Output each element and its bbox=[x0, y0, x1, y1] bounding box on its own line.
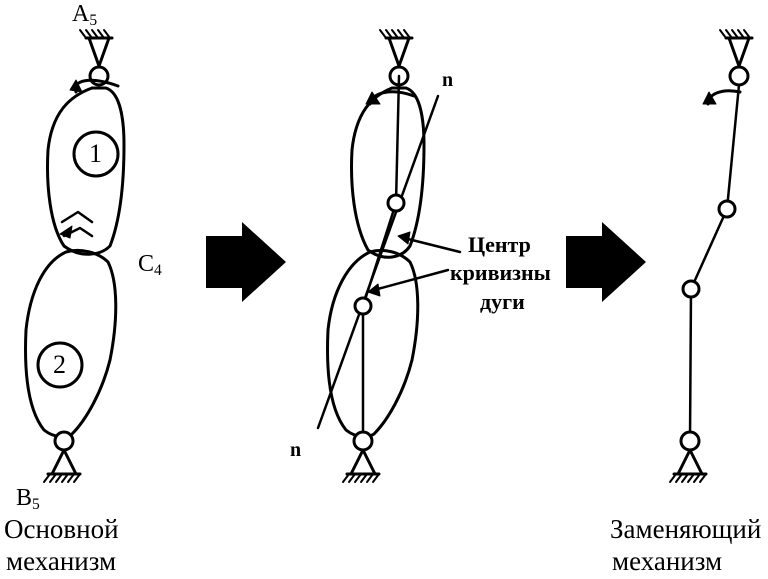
body-1-outline bbox=[46, 86, 126, 256]
support-bottom-middle-icon bbox=[342, 448, 381, 483]
transition-arrow-1 bbox=[206, 222, 286, 302]
label-c4: C4 bbox=[138, 251, 162, 279]
joint-b5 bbox=[53, 430, 75, 452]
label-n-bottom: n bbox=[290, 439, 302, 461]
caption-replacement-line1: Заменяющий bbox=[610, 514, 762, 544]
label-b5: B5 bbox=[16, 485, 40, 513]
replacement-mechanism bbox=[669, 29, 754, 483]
curvature-label-line2: кривизны bbox=[450, 260, 551, 285]
support-bottom-right-icon bbox=[669, 448, 708, 483]
body-1-number-circle bbox=[72, 130, 120, 178]
transition-arrow-2 bbox=[566, 222, 646, 302]
support-top-middle-icon bbox=[379, 29, 414, 68]
label-n-top: n bbox=[442, 69, 454, 91]
body-2-number: 2 bbox=[53, 350, 66, 379]
support-b5-icon bbox=[43, 448, 82, 483]
body-2-outline bbox=[24, 248, 118, 439]
normal-line-n-n bbox=[316, 94, 440, 430]
support-top-right-icon bbox=[719, 29, 754, 68]
caption-replacement-line2: механизм bbox=[612, 546, 723, 576]
caption-basic-line2: механизм bbox=[6, 546, 117, 576]
curvature-center-lower bbox=[353, 296, 373, 316]
basic-mechanism bbox=[24, 29, 126, 483]
curvature-center-upper bbox=[386, 193, 406, 213]
body-2-middle-outline bbox=[326, 248, 420, 439]
caption-basic-line1: Основной bbox=[4, 514, 119, 544]
support-a5-icon bbox=[79, 29, 114, 68]
label-a5: A5 bbox=[72, 1, 98, 29]
pointer-arrow-lower bbox=[372, 268, 450, 292]
construction-mechanism bbox=[316, 29, 462, 483]
body-2-number-circle bbox=[36, 341, 84, 389]
body-1-number: 1 bbox=[89, 139, 102, 168]
curvature-label-line3: дуги bbox=[480, 289, 525, 314]
pointer-arrow-upper bbox=[402, 236, 462, 254]
curvature-label-line1: Центр bbox=[468, 232, 531, 257]
